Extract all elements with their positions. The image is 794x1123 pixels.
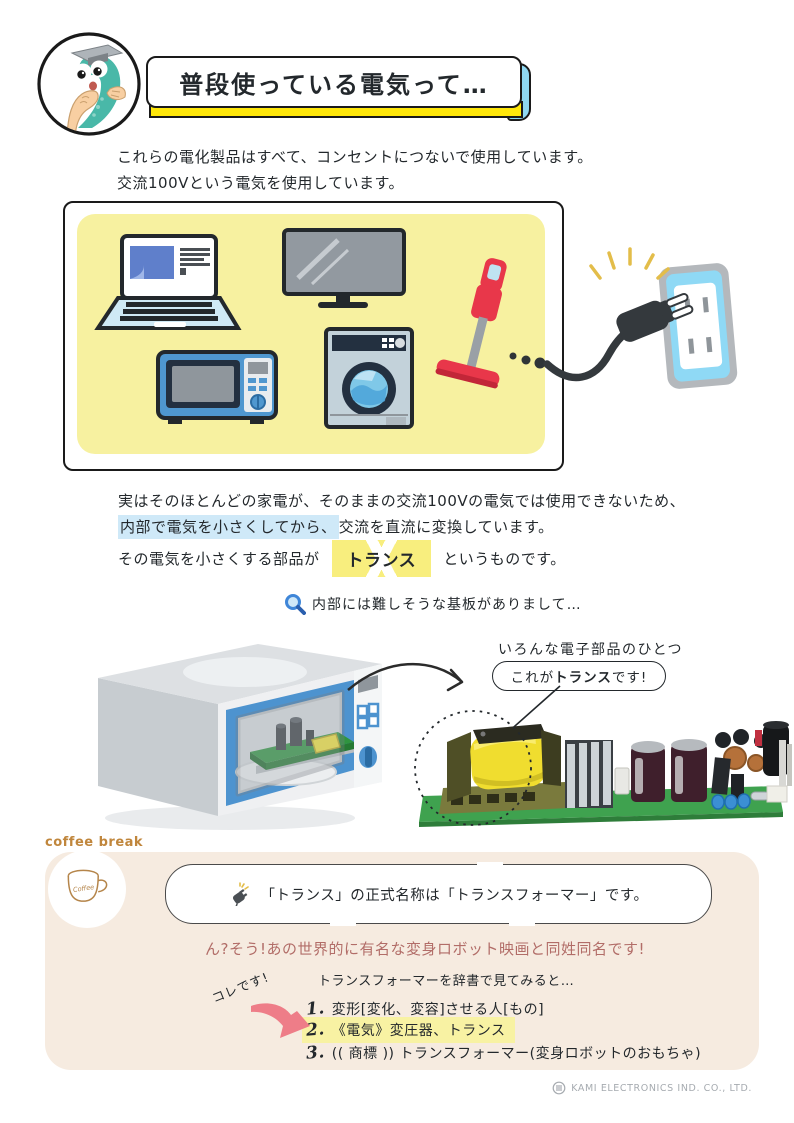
body-line3: その電気を小さくする部品が トランス というものです。 [118,540,566,577]
stick-vacuum-icon [435,258,507,389]
curved-arrow-icon [347,662,464,692]
company-logo-icon [552,1081,566,1095]
body-line1: 実はそのほとんどの家電が、そのままの交流100Vの電気では使用できないため、 [118,492,686,510]
microwave-icon [156,350,278,424]
power-plug-icon [509,247,738,389]
magnifier-icon [285,594,306,615]
note-text: いろんな電子部品のひとつ [498,642,684,658]
intro-text: これらの電化製品はすべて、コンセントにつないで使用しています。 交流100Vとい… [117,144,593,196]
spark-lines-icon [589,247,670,280]
item-text: 変形[変化、変容]させる人[もの] [331,1002,545,1018]
intro-line1: これらの電化製品はすべて、コンセントにつないで使用しています。 [117,148,593,166]
body-line3-post: というものです。 [443,550,566,568]
bubble-term: トランス [554,670,612,686]
coffee-cup-icon: Coffee [67,869,108,902]
decorative-border-gap [329,921,356,926]
exclaim-text: ん?そう!あの世界的に有名な変身ロボット映画と同姓同名です! [205,940,645,958]
coffee-cup-badge: Coffee [48,850,126,928]
footer: KAMI ELECTRONICS IND. CO., LTD. [0,1081,752,1095]
fact-box: 「トランス」の正式名称は「トランスフォーマー」です。 [165,862,712,926]
svg-text:Coffee: Coffee [73,883,95,894]
inspection-caption-text: 内部には難しそうな基板がありまして… [312,597,582,613]
inspection-caption: 内部には難しそうな基板がありまして… [284,593,582,615]
intro-line2: 交流100Vという電気を使用しています。 [117,174,404,192]
blue-highlight: 内部で電気を小さくしてから、 [118,515,339,539]
decorative-border-gap [509,921,536,926]
bubble-post: です! [611,670,648,686]
wall-outlet-icon [658,263,738,389]
internal-pcb-icon [250,717,356,774]
title-banner: 普段使っている電気って… [146,56,531,121]
decorative-border-gap [476,862,503,867]
tv-icon [282,228,406,308]
microwave-cutaway-illustration [98,644,382,830]
transformer-term-highlight: トランス [332,540,432,577]
capacitor-icons [631,739,707,802]
dictionary-highlight: 2. 《電気》変圧器、トランス [302,1017,516,1043]
bubble-pre: これが [510,670,555,686]
dictionary-item-3: 3. (( 商標 )) トランスフォーマー(変身ロボットのおもちゃ) [305,1042,702,1064]
body-line3-pre: その電気を小さくする部品が [118,550,320,568]
dashed-focus-circle [414,710,532,826]
body-line2: 内部で電気を小さくしてから、交流を直流に変換しています。 [118,515,554,539]
power-board-photo [414,710,792,827]
company-name: KAMI ELECTRONICS IND. CO., LTD. [571,1082,752,1094]
small-plug-icon [232,882,249,906]
pink-arrow-icon [251,1003,310,1038]
dictionary-intro: トランスフォーマーを辞書で見てみると… [318,974,575,989]
dictionary-item-2: 2. 《電気》変圧器、トランス [302,1017,516,1043]
item-text: (( 商標 )) トランスフォーマー(変身ロボットのおもちゃ) [331,1046,702,1062]
fact-text: 「トランス」の正式名称は「トランスフォーマー」です。 [260,887,649,904]
graduate-seahorse-mascot-icon [37,32,141,136]
transformer-component-icon [439,724,569,814]
dictionary-item-1: 1. 変形[変化、変容]させる人[もの] [305,998,545,1020]
coffee-break-label: coffee break [45,835,144,850]
body-line2-rest: 交流を直流に変換しています。 [338,518,554,536]
washing-machine-icon [324,327,414,429]
page-title: 普段使っている電気って… [146,56,522,108]
transformer-note-bubble: これがトランスです! [492,661,666,691]
item-text: 《電気》変圧器、トランス [331,1023,506,1039]
laptop-icon [94,234,242,330]
